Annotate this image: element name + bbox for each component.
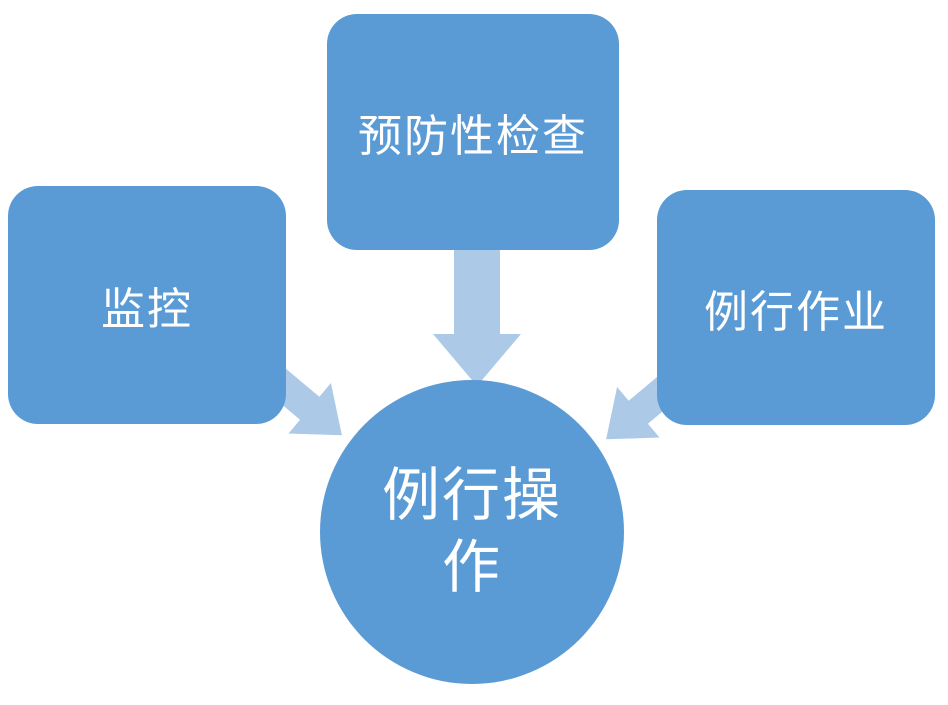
arrow-preventive-to-center: [433, 246, 521, 386]
node-monitoring: 监控: [8, 186, 286, 424]
node-preventive-inspection-label: 预防性检查: [358, 112, 588, 161]
node-monitoring-label: 监控: [101, 285, 193, 334]
node-routine-operation: 例行操作: [320, 380, 624, 684]
node-preventive-inspection: 预防性检查: [327, 14, 619, 250]
node-routine-work: 例行作业: [657, 190, 935, 425]
node-routine-work-label: 例行作业: [704, 287, 888, 337]
node-routine-operation-label: 例行操作: [381, 462, 562, 601]
